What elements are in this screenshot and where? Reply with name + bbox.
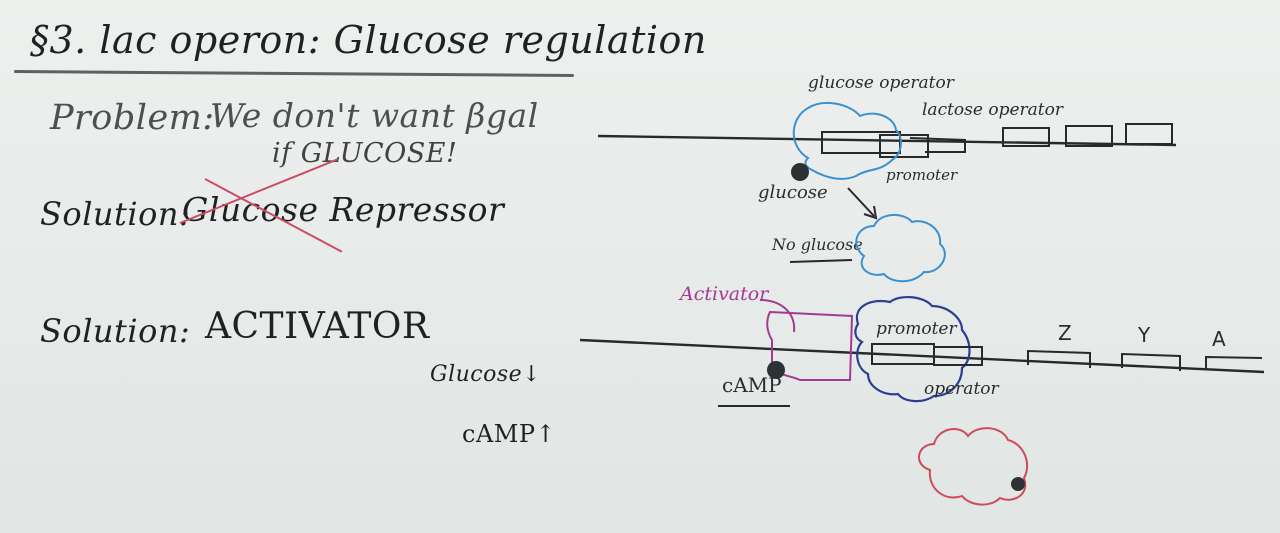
top-gene-box-1	[1002, 127, 1050, 147]
solution-1-label: Solution:	[40, 195, 191, 233]
bottom-promoter-label: promoter	[876, 319, 957, 339]
bottom-gene-a-bracket	[1205, 355, 1263, 370]
top-glucose-dot	[791, 163, 809, 181]
top-glucose-repressor-blob	[792, 101, 902, 180]
bottom-operator-label: operator	[924, 379, 1000, 399]
bottom-gene-z-label: Z	[1058, 321, 1072, 345]
bottom-polymerase-blob	[854, 296, 971, 403]
top-dna-strand	[597, 134, 1177, 147]
problem-text-line-1: We don't want βgal	[210, 96, 539, 135]
bottom-gene-y-bracket	[1121, 352, 1181, 371]
camp-up-text: cAMP↑	[462, 420, 557, 448]
top-lactose-operator-mark	[909, 137, 966, 153]
top-free-repressor-cloud	[855, 214, 946, 283]
solution-2-text: ACTIVATOR	[205, 306, 430, 347]
top-lactose-operator-label: lactose operator	[922, 100, 1064, 120]
bottom-operator-box	[933, 346, 983, 366]
board-title: §3. lac operon: Glucose regulation	[30, 18, 707, 62]
top-gene-box-3	[1125, 123, 1173, 145]
top-gene-box-2	[1065, 125, 1113, 147]
top-promoter-label: promoter	[886, 166, 958, 184]
top-promoter-box	[879, 134, 929, 158]
bottom-activator-label: Activator	[678, 283, 770, 305]
bottom-gene-z-bracket	[1027, 349, 1091, 368]
problem-text-line-2: if GLUCOSE!	[272, 138, 458, 169]
top-no-glucose-underline	[789, 259, 853, 263]
top-arrowhead	[863, 205, 878, 220]
bottom-activator-arrow	[759, 299, 796, 333]
top-glucose-operator-label: glucose operator	[808, 73, 955, 93]
solution-2-label: Solution:	[40, 312, 191, 350]
top-arrow	[847, 187, 875, 217]
glucose-down-text: Glucose↓	[430, 362, 542, 387]
bottom-gene-a-label: A	[1212, 327, 1226, 351]
top-diagram: glucose operator lactose operator promot…	[597, 73, 1177, 283]
top-no-glucose-label: No glucose	[771, 235, 863, 254]
bottom-dna-strand	[579, 338, 1265, 374]
bottom-camp-dot	[767, 361, 785, 379]
bottom-gene-y-label: Y	[1137, 323, 1151, 347]
bottom-camp-label: cAMP	[722, 373, 782, 397]
problem-label: Problem:	[50, 98, 215, 138]
top-glucose-label: glucose	[758, 182, 828, 203]
bottom-diagram: Activator promoter operator cAMP Z Y A	[579, 283, 1265, 506]
bottom-red-cloud	[918, 427, 1029, 506]
bottom-red-cloud-dot	[1011, 477, 1025, 491]
